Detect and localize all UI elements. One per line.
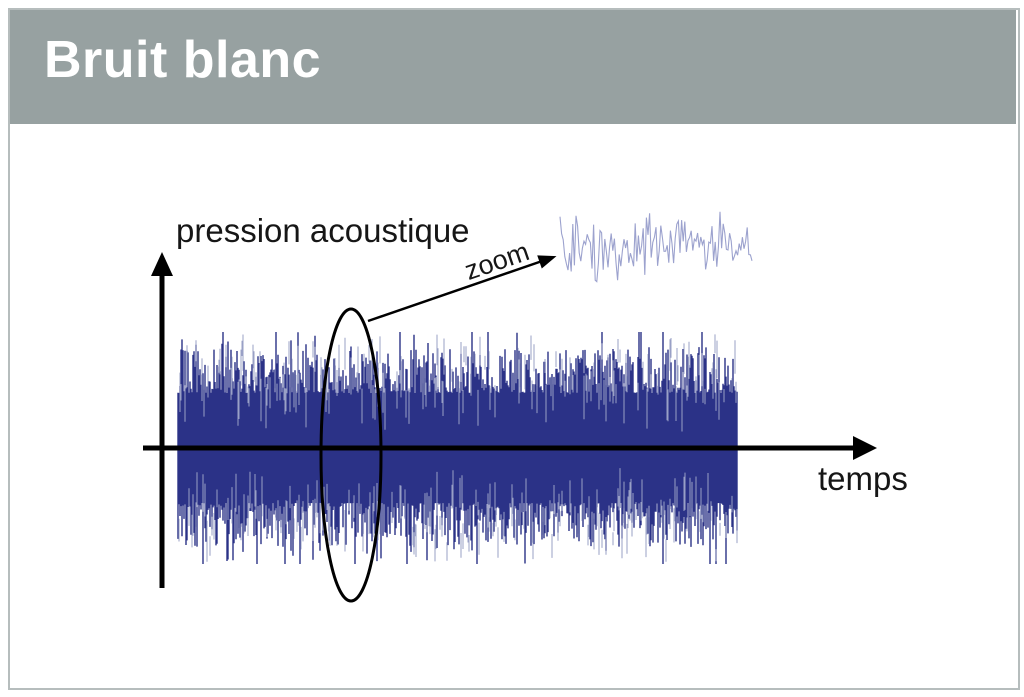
x-axis-label: temps bbox=[818, 460, 908, 497]
slide-header: Bruit blanc bbox=[10, 10, 1016, 124]
zoom-arrow bbox=[367, 255, 557, 323]
x-axis bbox=[143, 436, 877, 460]
noise-light-spikes bbox=[178, 334, 738, 562]
zoom-selection-ellipse bbox=[319, 307, 383, 603]
zoom-arrowhead-icon bbox=[537, 255, 557, 269]
y-axis-label: pression acoustique bbox=[176, 212, 470, 249]
y-axis-arrowhead-icon bbox=[151, 252, 173, 276]
x-axis-arrowhead-icon bbox=[853, 436, 877, 460]
slide-frame: Bruit blanc bbox=[8, 8, 1020, 690]
slide-title: Bruit blanc bbox=[44, 31, 322, 89]
zoomed-noise-trace bbox=[559, 211, 753, 283]
y-axis bbox=[151, 252, 173, 588]
